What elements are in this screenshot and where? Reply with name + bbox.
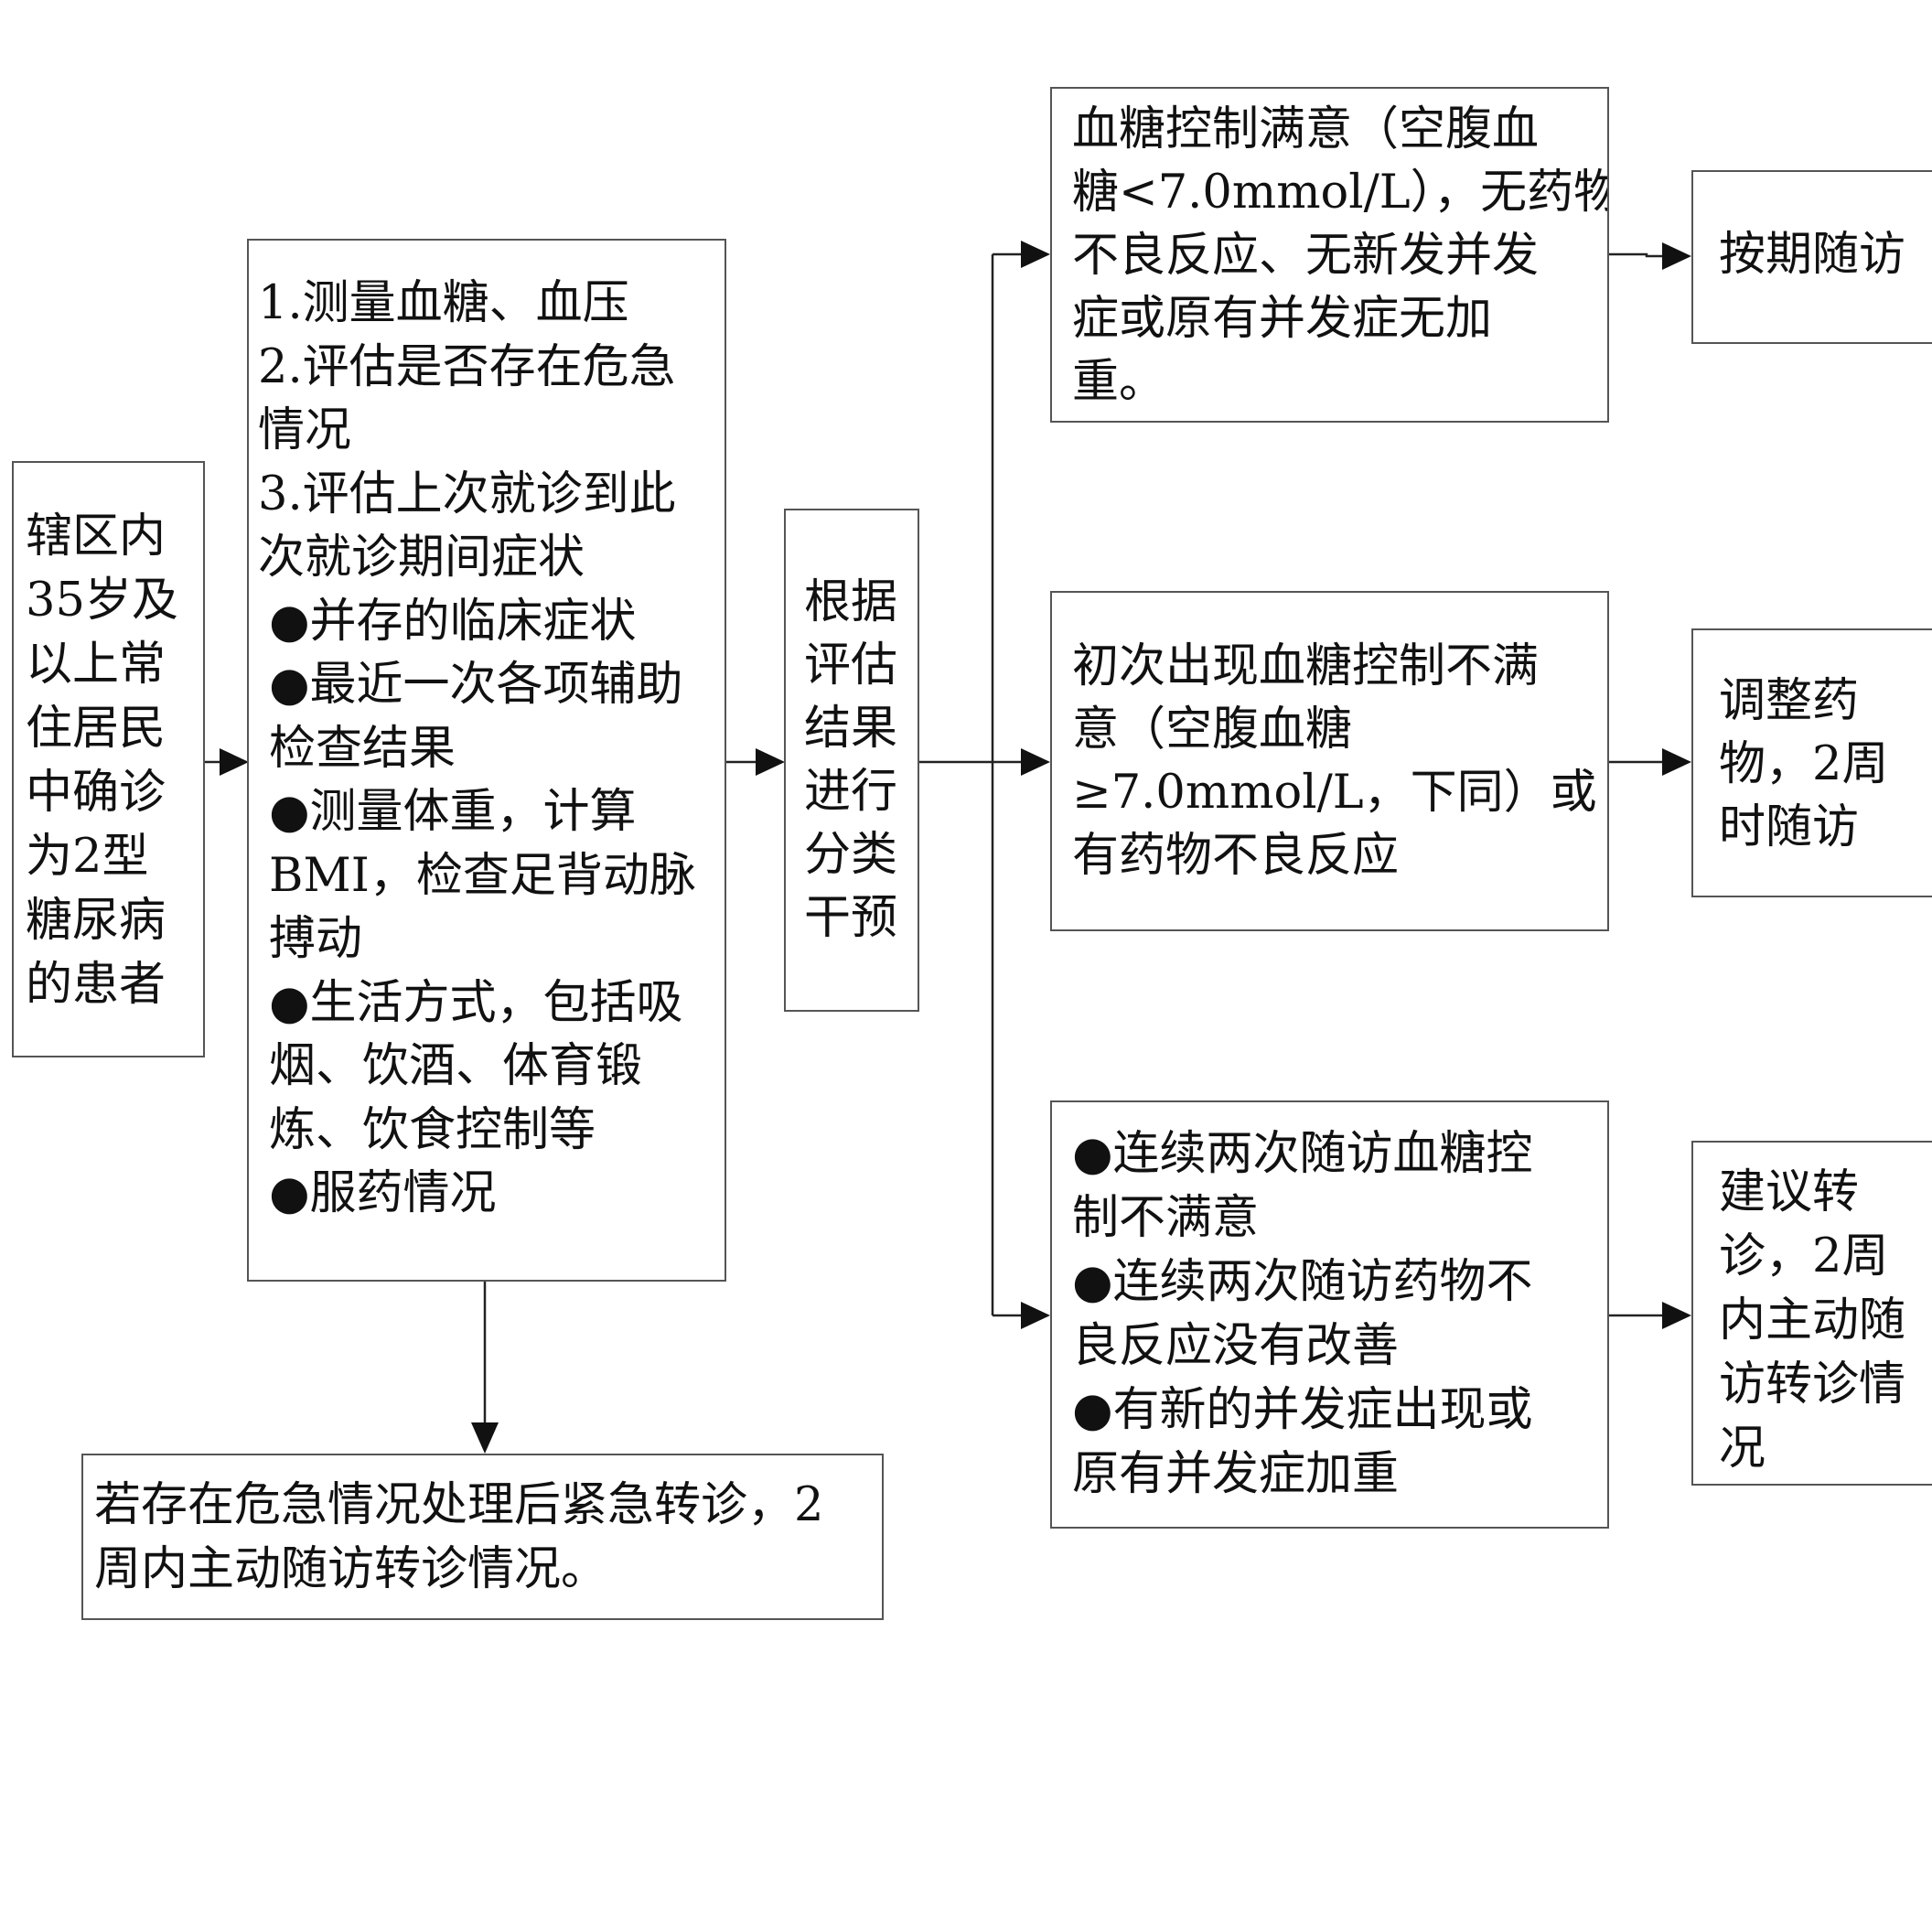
text-line: 调整药 — [1719, 674, 1860, 728]
classify-box: 根据 评估 结果 进行 分类 干预 — [784, 509, 919, 1012]
text-line: 症或原有并发症无加 — [1072, 292, 1493, 346]
text-line: 意（空腹血糖 — [1072, 703, 1353, 757]
text-line: 3.评估上次就诊到此 — [258, 467, 676, 521]
text-line: ●测量体重，计算 — [269, 785, 637, 839]
text-line: 内主动随 — [1719, 1293, 1906, 1347]
text-line: ●有新的并发症出现或 — [1072, 1383, 1533, 1437]
text-line: 按期随访 — [1719, 228, 1906, 282]
arrowhead-emergency — [471, 1422, 499, 1454]
text-line: 2.评估是否存在危急 — [258, 339, 676, 394]
text-line: 建议转 — [1719, 1165, 1860, 1219]
text-line: 的患者 — [26, 958, 166, 1012]
text-line: 时随访 — [1719, 800, 1860, 854]
text-line: 以上常 — [26, 638, 166, 692]
text-line: ●最近一次各项辅助 — [269, 658, 683, 712]
text-line: 结果 — [804, 702, 898, 756]
text-line: 烟、饮酒、体育锻 — [269, 1039, 643, 1093]
text-line: 检查结果 — [269, 721, 456, 776]
referral-box: 建议转 诊，2周 内主动随 访转诊情 况 — [1691, 1141, 1932, 1486]
text-line: 炼、饮食控制等 — [269, 1102, 596, 1157]
text-line: 糖<7.0mmol/L），无药物 — [1072, 166, 1609, 220]
text-line: 搏动 — [269, 912, 363, 966]
text-line: 评估 — [804, 639, 898, 692]
text-line: ●服药情况 — [269, 1166, 497, 1220]
text-line: 根据 — [804, 575, 898, 629]
text-line: 周内主动随访转诊情况。 — [94, 1542, 608, 1596]
text-line: 良反应没有改善 — [1072, 1319, 1400, 1373]
text-line: 物，2周 — [1719, 737, 1889, 791]
text-line: 血糖控制满意（空腹血 — [1072, 102, 1540, 156]
arrowhead-referral — [1662, 1302, 1691, 1329]
text-line: 情况 — [258, 403, 352, 457]
text-line: 住居民 — [26, 702, 166, 756]
arrowhead-scheduled — [1662, 242, 1691, 270]
arrowhead-adjust — [1662, 748, 1691, 776]
text-line: 有药物不良反应 — [1072, 829, 1400, 883]
scheduled-followup-box: 按期随访 — [1691, 170, 1932, 344]
target-population-box: 辖区内 35岁及 以上常 住居民 中确诊 为2型 糖尿病 的患者 — [12, 461, 205, 1057]
arrowhead-satisfied — [1021, 241, 1050, 268]
arrowhead-first-unsatisfied — [1021, 748, 1050, 776]
text-line: 若存在危急情况处理后紧急转诊，2 — [94, 1478, 824, 1532]
text-line: ≥7.0mmol/L，下同）或 — [1072, 766, 1597, 820]
text-line: 初次出现血糖控制不满 — [1072, 639, 1540, 693]
text-line: 访转诊情 — [1719, 1358, 1906, 1411]
text-line: 中确诊 — [26, 766, 166, 820]
text-line: BMI，检查足背动脉 — [269, 848, 696, 903]
assessment-box: 1.测量血糖、血压 2.评估是否存在危急 情况 3.评估上次就诊到此 次就诊期间… — [247, 239, 726, 1282]
arrowhead-classify — [756, 748, 785, 776]
emergency-box: 若存在危急情况处理后紧急转诊，2 周内主动随访转诊情况。 — [81, 1454, 884, 1620]
text-line: ●连续两次随访药物不 — [1072, 1255, 1533, 1309]
text-line: 为2型 — [26, 830, 149, 884]
satisfied-box: 血糖控制满意（空腹血 糖<7.0mmol/L），无药物 不良反应、无新发并发 症… — [1050, 87, 1609, 423]
connector-satisfied-to-scheduled — [1609, 252, 1662, 258]
text-line: 重。 — [1072, 355, 1166, 409]
text-line: ●生活方式，包括吸 — [269, 975, 683, 1030]
text-line: 35岁及 — [26, 574, 178, 628]
text-line: 不良反应、无新发并发 — [1072, 229, 1540, 283]
arrowhead-consecutive — [1021, 1302, 1050, 1329]
text-line: ●并存的临床症状 — [269, 594, 637, 649]
adjust-medication-box: 调整药 物，2周 时随访 — [1691, 628, 1932, 897]
text-line: 原有并发症加重 — [1072, 1447, 1400, 1501]
arrowhead-assessment — [220, 748, 249, 776]
text-line: ●连续两次随访血糖控 — [1072, 1127, 1533, 1181]
text-line: 辖区内 — [26, 510, 166, 564]
consecutive-box: ●连续两次随访血糖控 制不满意 ●连续两次随访药物不 良反应没有改善 ●有新的并… — [1050, 1100, 1609, 1529]
text-line: 况 — [1719, 1422, 1766, 1476]
text-line: 分类 — [804, 828, 898, 882]
text-line: 次就诊期间症状 — [258, 531, 585, 585]
text-line: 1.测量血糖、血压 — [258, 276, 629, 330]
first-unsatisfied-box: 初次出现血糖控制不满 意（空腹血糖 ≥7.0mmol/L，下同）或 有药物不良反… — [1050, 591, 1609, 931]
text-line: 诊，2周 — [1719, 1229, 1889, 1283]
text-line: 干预 — [804, 891, 898, 945]
text-line: 制不满意 — [1072, 1191, 1260, 1245]
text-line: 进行 — [804, 765, 898, 819]
text-line: 糖尿病 — [26, 894, 166, 948]
